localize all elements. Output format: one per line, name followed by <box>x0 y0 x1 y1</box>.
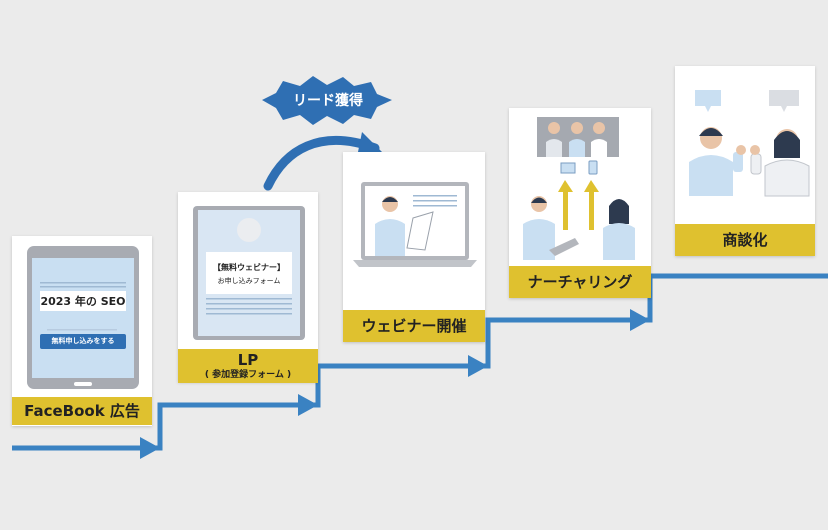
card-facebook-ad: 2023 年の SEO 無料申し込みをする <box>12 236 152 426</box>
step-label-deal: 商談化 <box>675 224 815 256</box>
arrowhead-3 <box>468 355 488 377</box>
step-label-text: 商談化 <box>722 230 768 249</box>
ad-headline: 2023 年の SEO <box>40 295 126 308</box>
step-label-facebook-ad: FaceBook 広告 <box>12 397 152 425</box>
step-label-subtext: ( 参加登録フォーム ) <box>204 369 292 380</box>
arrowhead-1 <box>140 437 160 459</box>
handshake-meeting-illustration <box>689 90 810 197</box>
step-label-text: ナーチャリング <box>527 272 633 291</box>
arrowhead-2 <box>298 394 318 416</box>
lp-form-subtitle: お申し込みフォーム <box>217 277 281 285</box>
step-label-webinar: ウェビナー開催 <box>343 310 485 342</box>
step-label-text: FaceBook 広告 <box>24 401 140 420</box>
step-label-lp: LP ( 参加登録フォーム ) <box>178 349 318 383</box>
lp-form-illustration <box>193 206 305 340</box>
step-label-text: ウェビナー開催 <box>361 316 467 335</box>
badge-burst <box>262 76 392 125</box>
laptop-presenter-illustration <box>353 182 477 267</box>
arrowhead-4 <box>630 309 650 331</box>
nurturing-illustration <box>523 117 635 260</box>
ad-cta-button: 無料申し込みをする <box>51 337 115 345</box>
step-label-nurturing: ナーチャリング <box>509 266 651 298</box>
badge-label: リード獲得 <box>293 93 363 109</box>
curved-arrow <box>263 135 380 191</box>
lp-form-title: 【無料ウェビナー】 <box>213 263 285 272</box>
step-label-text: LP <box>237 350 259 369</box>
phone-ad-illustration <box>27 246 139 389</box>
